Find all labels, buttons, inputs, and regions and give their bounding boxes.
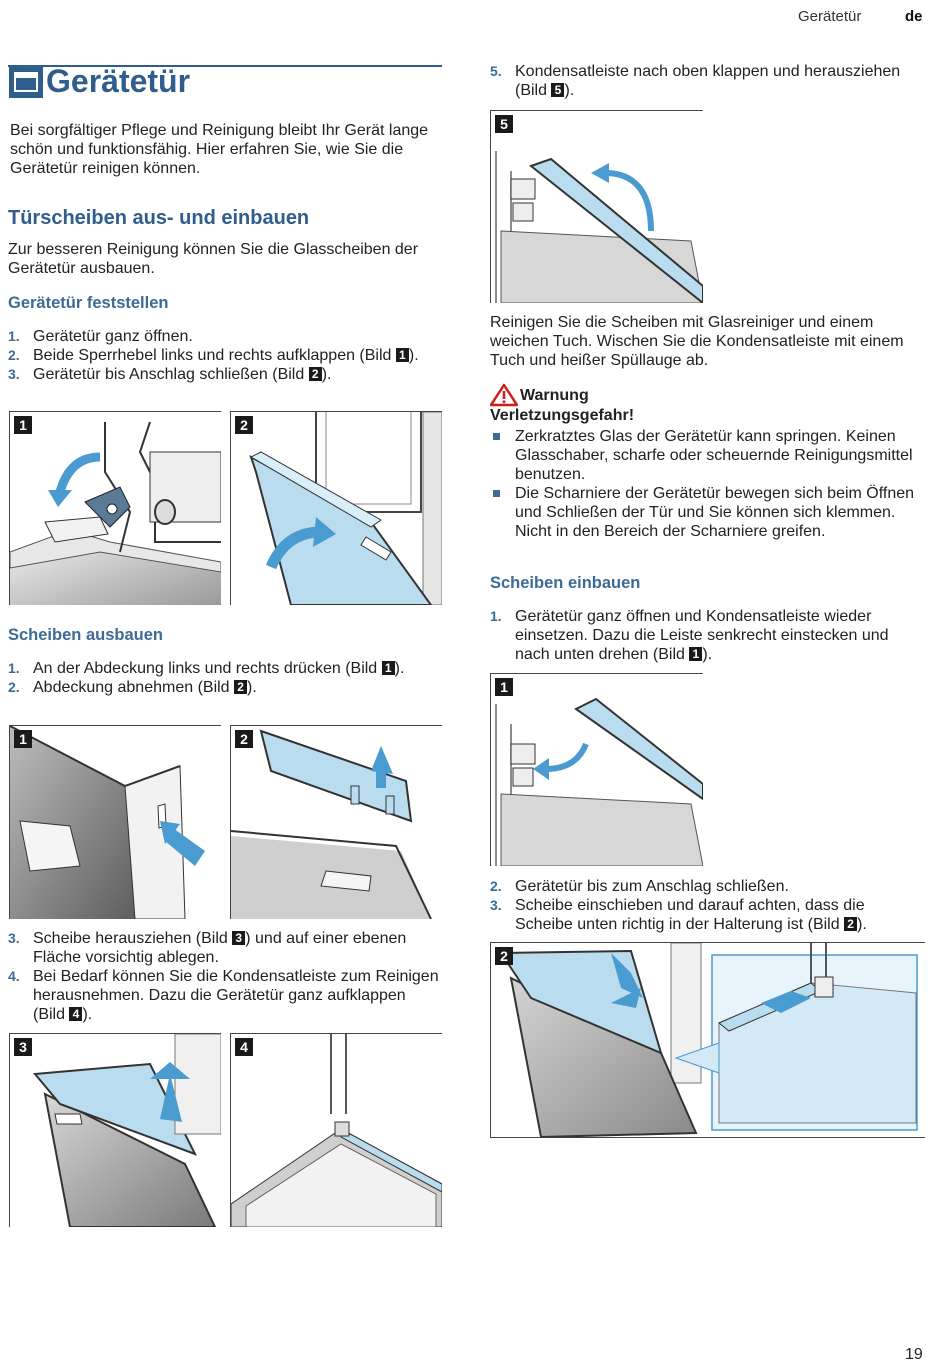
step-item: 2.Beide Sperrhebel links und rechts aufk… — [8, 347, 419, 364]
figure-ref-badge: 4 — [69, 1007, 83, 1021]
figure-ref-badge: 1 — [381, 661, 395, 675]
page-title: Gerätetür — [46, 63, 191, 99]
step-5: 5.Kondensatleiste nach oben klappen und … — [490, 62, 920, 100]
door-icon — [9, 66, 43, 98]
figure-ref-badge: 1 — [395, 348, 409, 362]
figure-cover-press: 1 — [9, 725, 221, 919]
figure-strip-fold-up: 5 — [490, 110, 703, 303]
intro-text: Bei sorgfältiger Pflege und Reinigung bl… — [10, 122, 429, 177]
step-item: 1.Gerätetür ganz öffnen. — [8, 328, 193, 345]
feststellen-steps: 1.Gerätetür ganz öffnen. 2.Beide Sperrhe… — [8, 327, 428, 384]
step-item: 1.An der Abdeckung links und rechts drüc… — [8, 660, 405, 677]
figure-badge: 1 — [14, 730, 32, 748]
figure-cover-remove: 2 — [230, 725, 442, 919]
warning-list: Zerkratztes Glas der Gerätetür kann spri… — [490, 427, 920, 541]
ausbauen-steps: 1.An der Abdeckung links und rechts drüc… — [8, 659, 428, 697]
figure-lock-lever: 1 — [9, 411, 221, 605]
figure-badge: 2 — [235, 416, 253, 434]
figure-badge: 3 — [14, 1038, 32, 1056]
warning-icon — [489, 383, 519, 412]
subheading-feststellen: Gerätetür feststellen — [8, 294, 169, 312]
figure-pane-pull: 3 — [9, 1033, 221, 1227]
figure-door-close: 2 — [230, 411, 442, 605]
section-text: Zur besseren Reinigung können Sie die Gl… — [8, 241, 419, 277]
step-item: 2.Abdeckung abnehmen (Bild 2). — [8, 679, 257, 696]
figure-badge: 5 — [495, 115, 513, 133]
figure-ref-badge: 2 — [844, 917, 858, 931]
title-rule — [8, 65, 442, 67]
figure-ref-badge: 2 — [234, 680, 248, 694]
warning-item: Zerkratztes Glas der Gerätetür kann spri… — [490, 427, 920, 484]
figure-badge: 2 — [235, 730, 253, 748]
step-item: 3.Gerätetür bis Anschlag schließen (Bild… — [8, 366, 332, 383]
section-heading: Türscheiben aus- und einbauen — [8, 207, 310, 229]
figure-condensate-strip: 4 — [230, 1033, 442, 1227]
step-item: 4.Bei Bedarf können Sie die Kondensatlei… — [8, 968, 439, 1023]
figure-ref-badge: 1 — [689, 647, 703, 661]
cleaning-text: Reinigen Sie die Scheiben mit Glasreinig… — [490, 314, 904, 369]
warning-label: Warnung — [520, 387, 589, 404]
ausbauen-steps-continued: 3.Scheibe herausziehen (Bild 3) und auf … — [8, 929, 440, 1024]
header-language: de — [905, 8, 923, 25]
figure-badge: 1 — [14, 416, 32, 434]
figure-ref-badge: 5 — [551, 83, 565, 97]
header-section: Gerätetür — [798, 8, 862, 25]
figure-ref-badge: 2 — [308, 367, 322, 381]
step-item: 3.Scheibe herausziehen (Bild 3) und auf … — [8, 930, 407, 966]
subheading-einbauen: Scheiben einbauen — [490, 574, 641, 592]
step-item: 3.Scheibe einschieben und darauf achten,… — [490, 897, 867, 933]
einbauen-steps-continued: 2.Gerätetür bis zum Anschlag schließen. … — [490, 877, 922, 934]
subheading-ausbauen: Scheiben ausbauen — [8, 626, 163, 644]
page-number: 19 — [905, 1346, 923, 1363]
figure-strip-insert: 1 — [490, 673, 703, 866]
step-item: 5.Kondensatleiste nach oben klappen und … — [490, 63, 901, 99]
figure-ref-badge: 3 — [232, 931, 246, 945]
figure-badge: 1 — [495, 678, 513, 696]
einbauen-steps: 1.Gerätetür ganz öffnen und Kondensatlei… — [490, 607, 922, 664]
step-item: 2.Gerätetür bis zum Anschlag schließen. — [490, 878, 789, 895]
figure-badge: 4 — [235, 1038, 253, 1056]
warning-title: Verletzungsgefahr! — [490, 407, 635, 424]
figure-pane-insert: 2 — [490, 942, 925, 1138]
step-item: 1.Gerätetür ganz öffnen und Kondensatlei… — [490, 608, 889, 663]
figure-badge: 2 — [495, 947, 513, 965]
warning-item: Die Scharniere der Gerätetür bewegen sic… — [490, 484, 920, 541]
